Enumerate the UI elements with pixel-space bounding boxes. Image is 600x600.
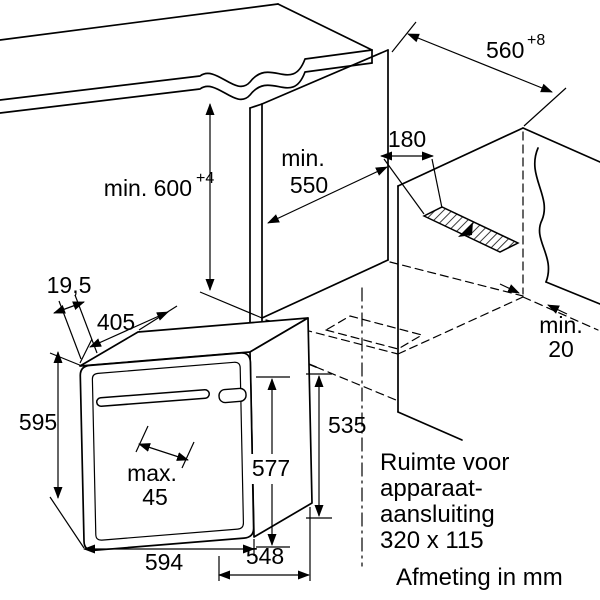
dim-180-label: 180 bbox=[388, 126, 426, 152]
dimension-labels: 560 +8 min. 600 +4 min. 550 180 min. 20 … bbox=[19, 32, 583, 575]
dim-600-label: min. 600 bbox=[104, 175, 192, 201]
wall-gap-hidden-edge bbox=[522, 296, 599, 331]
note-line-3: aansluiting bbox=[380, 501, 495, 528]
ext-180-a bbox=[383, 158, 425, 215]
oven-side-face bbox=[249, 317, 313, 538]
worktop-right-edge bbox=[277, 3, 373, 51]
vent-cutout bbox=[422, 206, 520, 253]
panel-top-edge bbox=[261, 49, 389, 105]
oven-front-face bbox=[79, 352, 255, 552]
dim-535-label: 535 bbox=[328, 412, 366, 438]
right-cabinet bbox=[397, 127, 600, 441]
ext-45-a bbox=[135, 425, 149, 453]
dim-600-tolerance: +4 bbox=[196, 170, 214, 187]
dim-560-label: 560 bbox=[486, 37, 524, 63]
dim-line-405 bbox=[89, 311, 169, 348]
ext-560-b bbox=[523, 87, 567, 127]
connection-note: Ruimte voor apparaat- aansluiting 320 x … bbox=[380, 449, 509, 554]
floor-front-edge bbox=[265, 319, 399, 355]
dim-594-label: 594 bbox=[145, 549, 184, 575]
dim-560-tolerance: +8 bbox=[527, 32, 545, 49]
dim-548-label: 548 bbox=[246, 543, 284, 569]
niche-floor-hidden bbox=[265, 261, 524, 355]
right-panel-base-edge bbox=[397, 411, 463, 441]
oven-handle-inner bbox=[97, 390, 209, 406]
dim-577-label: 577 bbox=[252, 455, 290, 481]
floor-right-edge bbox=[397, 296, 524, 355]
dim-19-label: 19,5 bbox=[47, 272, 92, 298]
dim-595-label: 595 bbox=[19, 409, 57, 435]
right-panel-top-edge bbox=[397, 127, 524, 187]
dim-405-label: 405 bbox=[97, 309, 135, 335]
worktop-thickness-edge-torn bbox=[0, 62, 373, 114]
dim-line-550 bbox=[267, 166, 388, 224]
dim-20-label: 20 bbox=[548, 336, 574, 362]
note-line-1: Ruimte voor bbox=[380, 449, 509, 476]
note-line-2: apparaat- bbox=[380, 475, 483, 502]
worktop-left bbox=[0, 3, 373, 114]
dim-line-20-b bbox=[547, 304, 568, 315]
dim-line-19 bbox=[53, 301, 85, 314]
oven bbox=[79, 317, 313, 552]
worktop-far-edge bbox=[0, 3, 279, 41]
label-backing-577 bbox=[251, 454, 292, 484]
wall-torn-edge bbox=[533, 147, 550, 283]
connection-space-outline bbox=[325, 315, 423, 350]
dim-line-20-a bbox=[499, 283, 520, 294]
run-top-edge bbox=[522, 127, 600, 163]
ext-560-a bbox=[391, 21, 417, 53]
units-note: Afmeting in mm bbox=[396, 564, 563, 591]
panel-top-cap bbox=[249, 103, 263, 109]
dim-45-label: 45 bbox=[142, 484, 168, 510]
dim-550-prefix: min. bbox=[281, 145, 324, 171]
ext-180-b bbox=[431, 158, 443, 209]
vent-arrow-icon bbox=[458, 222, 473, 237]
ext-600 bbox=[199, 291, 263, 319]
dimensions bbox=[49, 21, 568, 581]
panel-bottom-edge bbox=[261, 259, 389, 319]
oven-door-outline bbox=[91, 361, 245, 541]
dim-45-prefix: max. bbox=[127, 460, 177, 486]
dim-line-560 bbox=[407, 33, 553, 93]
dim-line-45 bbox=[138, 443, 189, 461]
ext-405-b bbox=[138, 305, 178, 331]
base-hidden-edge bbox=[315, 366, 397, 401]
floor-back-edge bbox=[389, 261, 524, 297]
ext-595-b bbox=[49, 496, 85, 549]
oven-latch bbox=[218, 387, 247, 404]
dim-20-prefix: min. bbox=[539, 312, 582, 338]
worktop-front-edge-torn bbox=[0, 49, 373, 101]
ext-595-a bbox=[49, 352, 83, 367]
dim-550-label: 550 bbox=[290, 172, 328, 198]
wall-bottom-edge bbox=[545, 281, 600, 305]
note-line-4: 320 x 115 bbox=[380, 527, 484, 554]
